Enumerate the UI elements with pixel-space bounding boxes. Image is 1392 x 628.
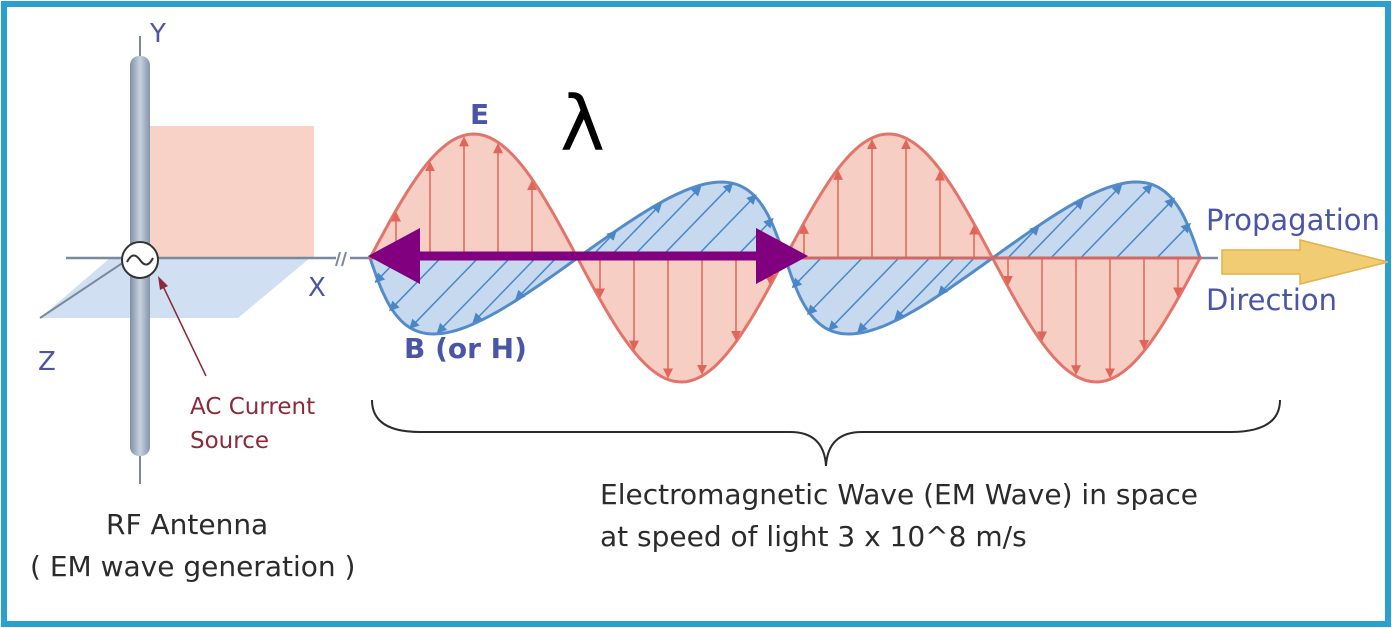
x-axis-label: X: [308, 273, 326, 303]
wavelength-symbol: λ: [560, 79, 605, 168]
propagation-arrow: [1221, 239, 1389, 285]
b-field-vector: [472, 257, 537, 324]
wave-caption-line1: Electromagnetic Wave (EM Wave) in space: [600, 478, 1198, 511]
e-plane-square: [150, 126, 314, 258]
b-field-vector: [608, 202, 663, 259]
b-field-vector: [409, 257, 479, 330]
e-field-label: E: [470, 98, 489, 131]
y-axis-label: Y: [149, 19, 166, 49]
wavelength-arrowhead-left: [368, 228, 420, 284]
b-field-vector: [1156, 222, 1192, 259]
z-axis: [39, 257, 131, 319]
b-field-vector: [791, 257, 822, 289]
wave-brace: [371, 399, 1281, 467]
b-field-vector: [828, 257, 900, 331]
b-field-vector: [515, 257, 557, 301]
b-field-vector: [1115, 197, 1176, 259]
b-field-vector: [1080, 183, 1153, 259]
b-field-vector: [894, 257, 955, 321]
ac-source-label-line1: AC Current: [190, 394, 315, 420]
antenna-label-line2: ( EM wave generation ): [30, 550, 355, 583]
b-field-label: B (or H): [404, 332, 527, 365]
propagation-label: Propagation: [1206, 203, 1380, 237]
b-field-vector: [631, 185, 702, 259]
b-field-vector: [694, 194, 757, 259]
b-field-vector: [806, 257, 863, 316]
b-field-vector: [389, 257, 442, 312]
b-field-vector: [937, 257, 975, 296]
antenna-label-line1: RF Antenna: [106, 508, 268, 541]
b-field-vector: [436, 257, 511, 334]
wave-caption-line2: at speed of light 3 x 10^8 m/s: [600, 520, 1027, 553]
ac-source-label-line2: Source: [190, 428, 269, 454]
b-field-vector: [857, 257, 931, 333]
b-plane-parallelogram: [40, 258, 310, 318]
b-field-vector: [1007, 225, 1040, 259]
b-field-vector: [659, 182, 734, 259]
b-field-vector: [1026, 199, 1085, 259]
direction-label: Direction: [1206, 283, 1337, 317]
wavelength-arrowhead-right: [756, 228, 808, 284]
b-field-vector: [1050, 184, 1123, 259]
z-axis-label: Z: [38, 347, 56, 377]
